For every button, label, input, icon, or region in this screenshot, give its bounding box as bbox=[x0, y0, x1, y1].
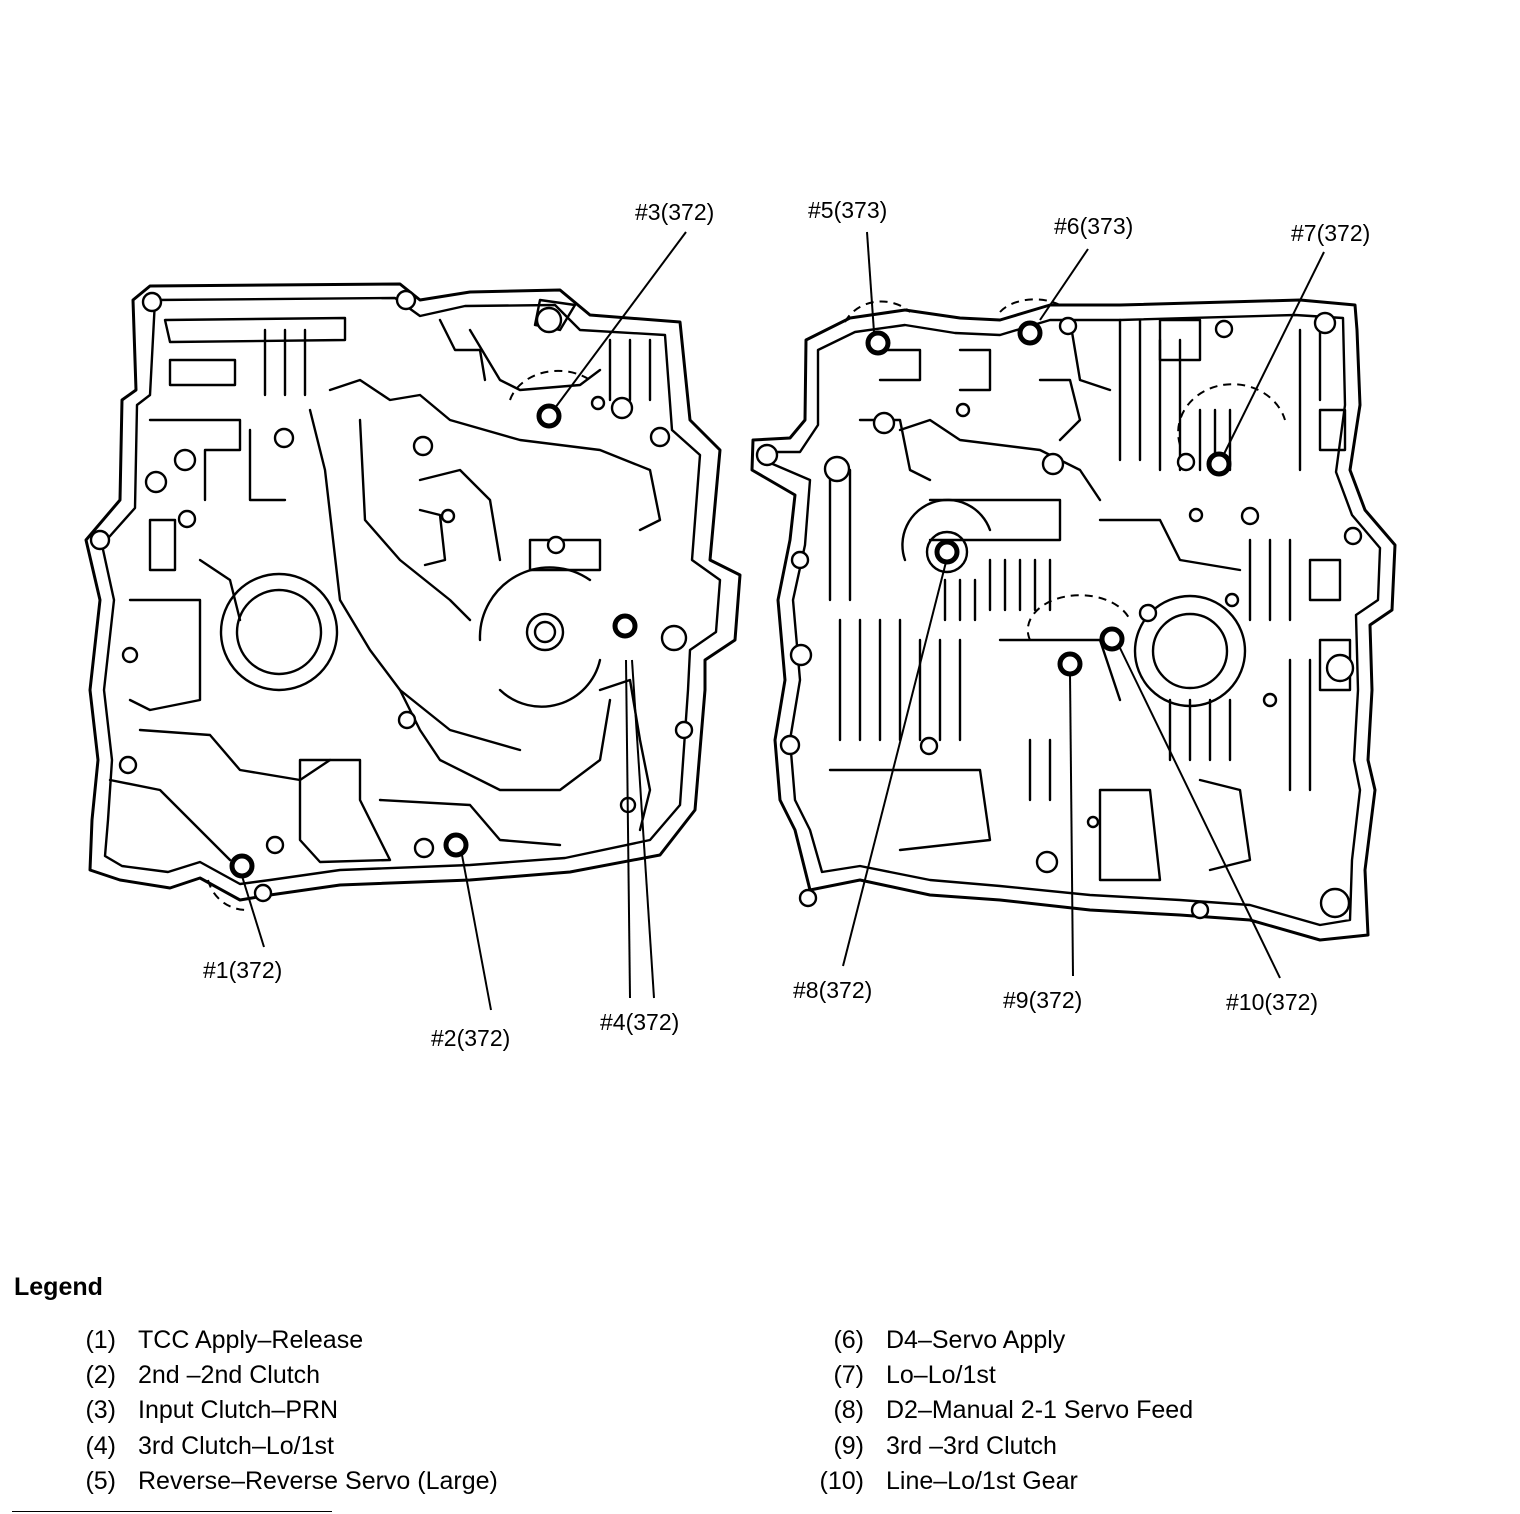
check-ball-5 bbox=[865, 330, 891, 356]
callout-labels: #1(372) #2(372) #3(372) #4(372) #5(373) … bbox=[203, 197, 1370, 1051]
legend-item-1: (1)TCC Apply–Release bbox=[85, 1326, 364, 1354]
callout-9: #9(372) bbox=[1003, 987, 1082, 1013]
legend-item-3: (3)Input Clutch–PRN bbox=[85, 1396, 339, 1424]
check-ball-3 bbox=[536, 403, 562, 429]
legend-item-8: (8)D2–Manual 2-1 Servo Feed bbox=[833, 1396, 1194, 1424]
check-ball-6 bbox=[1017, 320, 1043, 346]
check-ball-4 bbox=[612, 613, 638, 639]
legend-item-10: (10)Line–Lo/1st Gear bbox=[819, 1467, 1078, 1495]
callout-10: #10(372) bbox=[1226, 989, 1318, 1015]
right-valve-body-plate bbox=[750, 298, 1397, 942]
left-valve-body-plate bbox=[84, 282, 742, 903]
bottom-rule bbox=[12, 1511, 332, 1512]
callout-4: #4(372) bbox=[600, 1009, 679, 1035]
check-ball-7 bbox=[1206, 451, 1232, 477]
callout-3: #3(372) bbox=[635, 199, 714, 225]
callout-7: #7(372) bbox=[1291, 220, 1370, 246]
right-check-balls bbox=[844, 298, 1286, 677]
legend-title: Legend bbox=[14, 1273, 103, 1301]
legend-item-6: (6)D4–Servo Apply bbox=[833, 1326, 1066, 1354]
check-ball-2 bbox=[443, 832, 469, 858]
callout-5: #5(373) bbox=[808, 197, 887, 223]
legend-item-2: (2)2nd –2nd Clutch bbox=[85, 1361, 321, 1389]
check-ball-1 bbox=[229, 853, 255, 879]
callout-6: #6(373) bbox=[1054, 213, 1133, 239]
callout-1: #1(372) bbox=[203, 957, 282, 983]
legend-item-9: (9)3rd –3rd Clutch bbox=[833, 1432, 1057, 1460]
leader-lines bbox=[241, 231, 1325, 1011]
legend-item-7: (7)Lo–Lo/1st bbox=[833, 1361, 996, 1389]
check-ball-9 bbox=[1057, 651, 1083, 677]
legend-item-5: (5)Reverse–Reverse Servo (Large) bbox=[85, 1467, 498, 1495]
legend-item-4: (4)3rd Clutch–Lo/1st bbox=[85, 1432, 334, 1460]
check-ball-8 bbox=[934, 539, 960, 565]
check-ball-10 bbox=[1099, 626, 1125, 652]
callout-8: #8(372) bbox=[793, 977, 872, 1003]
callout-2: #2(372) bbox=[431, 1025, 510, 1051]
